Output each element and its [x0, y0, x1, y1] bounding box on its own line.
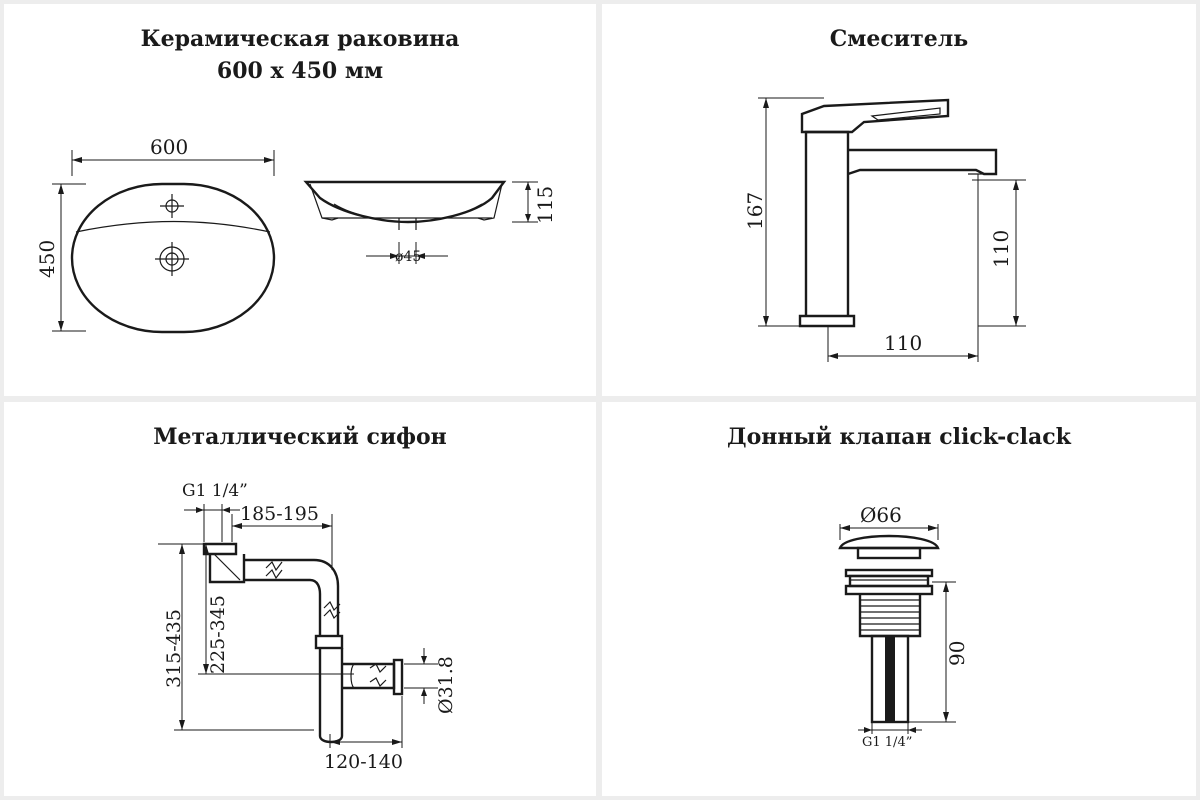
faucet-total-height-label: 167: [743, 192, 767, 230]
sink-drain-label: ø45: [395, 249, 421, 265]
valve-drawing: Ø66 90 G1 1/4”: [838, 503, 969, 750]
faucet-panel: Смеситель 167 110: [602, 4, 1196, 396]
siphon-cup: [318, 648, 344, 744]
siphon-pipe: [244, 558, 340, 636]
valve-thread-label: G1 1/4”: [862, 735, 912, 750]
valve-height-label: 90: [945, 641, 969, 666]
valve-rod: [885, 636, 895, 722]
sink-title-line2: 600 x 450 мм: [216, 58, 384, 84]
siphon-outlet-diameter-label: Ø31.8: [435, 656, 457, 714]
valve-flange: [844, 584, 934, 596]
faucet-body: [804, 130, 850, 316]
sink-side-outline: [303, 180, 507, 224]
faucet-reach-label: 110: [884, 331, 922, 355]
sink-panel: Керамическая раковина 600 x 450 мм 600 4…: [4, 4, 596, 396]
siphon-wall-flange: [392, 658, 404, 696]
siphon-title: Металлический сифон: [153, 424, 447, 450]
siphon-nut: [314, 634, 344, 650]
sink-depth-label: 450: [35, 240, 59, 278]
siphon-total-height-label: 315-435: [163, 609, 185, 688]
siphon-outlet-reach-label: 120-140: [324, 751, 403, 773]
faucet-spout: [847, 148, 998, 176]
siphon-drawing: G1 1/4” 185-195 315-435 225-345: [158, 481, 457, 773]
sink-width-label: 600: [150, 135, 188, 159]
faucet-title: Смеситель: [829, 26, 969, 52]
valve-title: Донный клапан click-clack: [727, 424, 1071, 450]
faucet-handle: [800, 98, 950, 134]
valve-cap: [838, 534, 940, 550]
valve-panel: Донный клапан click-clack Ø66: [602, 402, 1196, 796]
siphon-outlet-height-label: 225-345: [207, 595, 229, 674]
faucet-drawing: 167 110 110: [743, 97, 1026, 362]
faucet-spout-height-label: 110: [989, 230, 1013, 268]
sink-height-label: 115: [533, 186, 557, 224]
siphon-horizontal-label: 185-195: [240, 503, 319, 525]
sink-title-line1: Керамическая раковина: [140, 26, 460, 52]
siphon-inlet: [208, 554, 246, 584]
valve-cap-diameter-label: Ø66: [860, 503, 902, 527]
sink-top-outline: [70, 182, 276, 334]
siphon-thread-label: G1 1/4”: [182, 481, 248, 501]
siphon-panel: Металлический сифон G1 1/4” 185-195 315-…: [4, 402, 596, 796]
sink-drawing: 600 450: [35, 135, 557, 334]
